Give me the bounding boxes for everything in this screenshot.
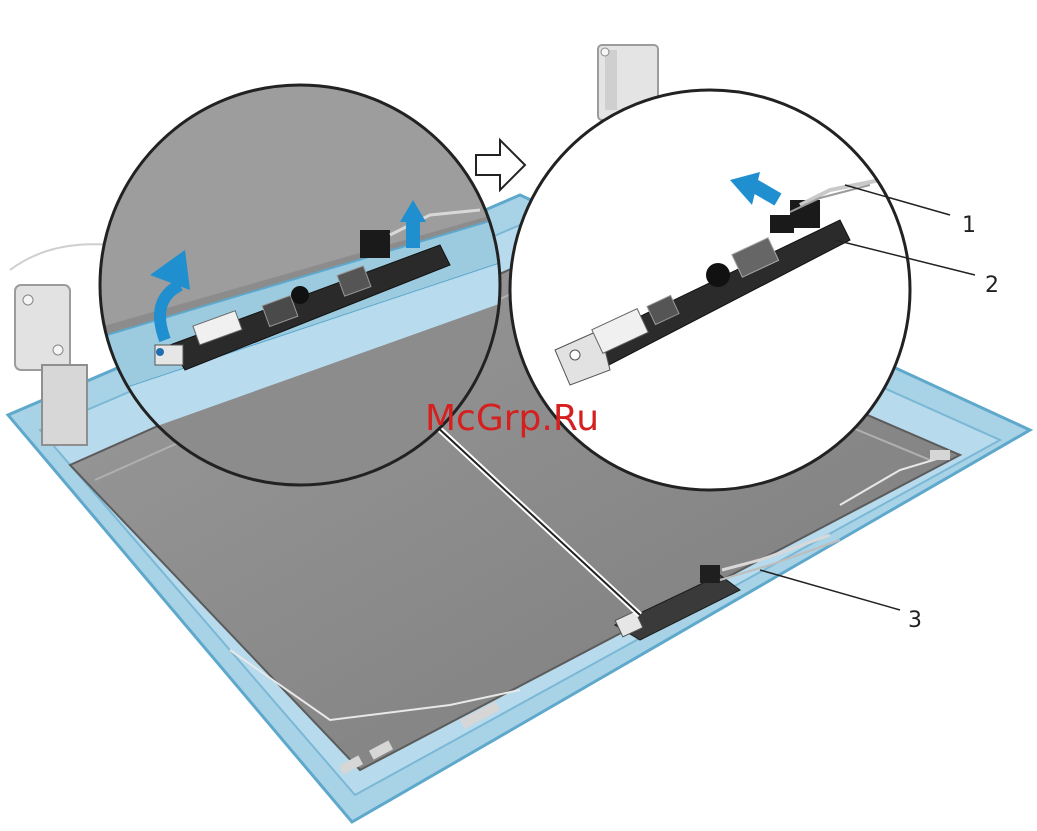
- next-step-arrow: [476, 140, 525, 190]
- callout-label-1: 1: [962, 213, 976, 238]
- watermark: McGrp.Ru: [425, 398, 599, 439]
- callout-label-2: 2: [985, 273, 999, 298]
- callout-label-3: 3: [908, 608, 922, 633]
- callout-line-3: [760, 570, 900, 610]
